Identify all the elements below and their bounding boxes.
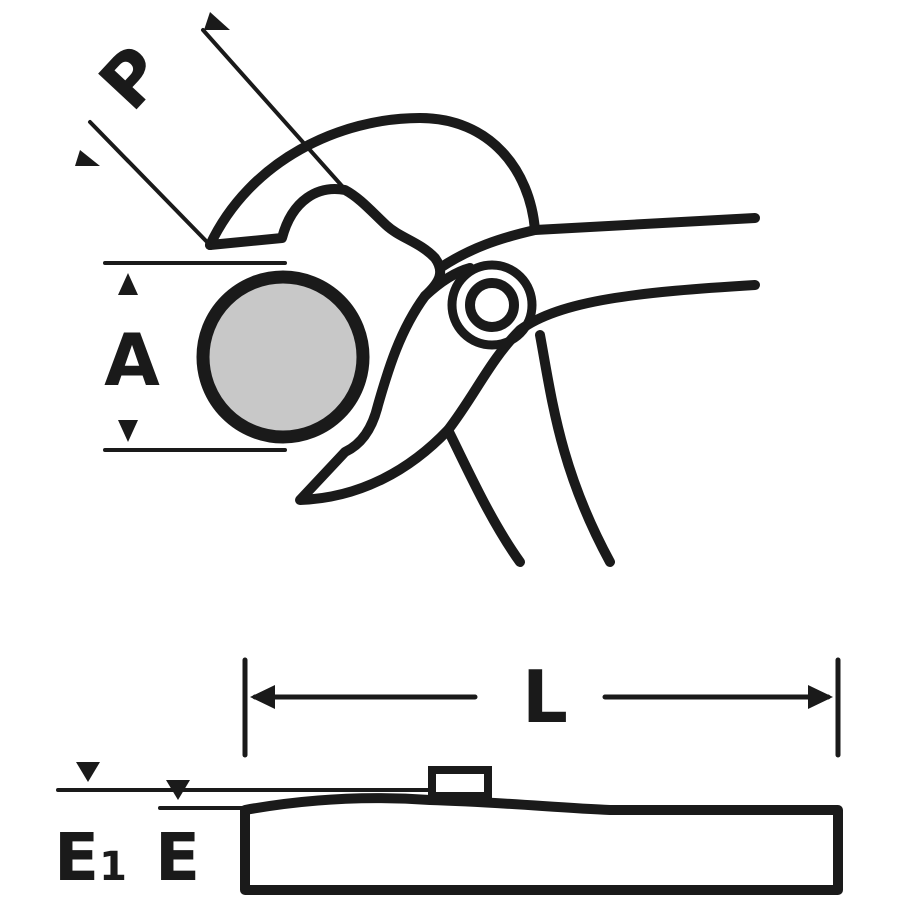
- pliers-top-view: [196, 113, 760, 567]
- l-arrow-right: [808, 685, 833, 709]
- label-e1: E1: [54, 819, 127, 896]
- lower-handle-left-edge: [443, 425, 525, 567]
- upper-jaw-outline: [205, 113, 760, 250]
- dimension-e: E1 E: [54, 762, 432, 896]
- dimension-a: A: [103, 261, 287, 452]
- e1-arrow: [76, 762, 100, 782]
- side-jaw-body: [240, 793, 843, 895]
- pliers-side-view: [240, 766, 843, 895]
- pivot-rivet-ring: [447, 260, 537, 350]
- p-extension-line-inner: [88, 120, 212, 247]
- a-arrow-bottom: [118, 420, 138, 442]
- label-e: E: [155, 819, 200, 896]
- p-arrow-outer: [204, 12, 230, 30]
- label-e1-main: E: [54, 819, 99, 896]
- p-extension-line-outer: [201, 28, 352, 197]
- label-a: A: [104, 318, 160, 402]
- label-l: L: [522, 655, 568, 739]
- a-arrow-top: [118, 273, 138, 295]
- dimension-p: P: [75, 12, 352, 247]
- pivot-rivet: [465, 278, 519, 332]
- l-arrow-left: [250, 685, 275, 709]
- lower-handle-right-edge: [535, 330, 615, 567]
- dimension-l: L: [242, 655, 841, 758]
- upper-jaw-cheek-line: [435, 225, 540, 273]
- side-pivot-tab: [428, 766, 492, 800]
- label-p: P: [83, 30, 180, 126]
- label-e1-subscript: 1: [99, 844, 127, 890]
- e-arrow: [166, 780, 190, 800]
- gripped-round-object: [196, 270, 370, 444]
- lower-jaw-outline: [295, 280, 760, 505]
- p-arrow-inner: [75, 150, 100, 166]
